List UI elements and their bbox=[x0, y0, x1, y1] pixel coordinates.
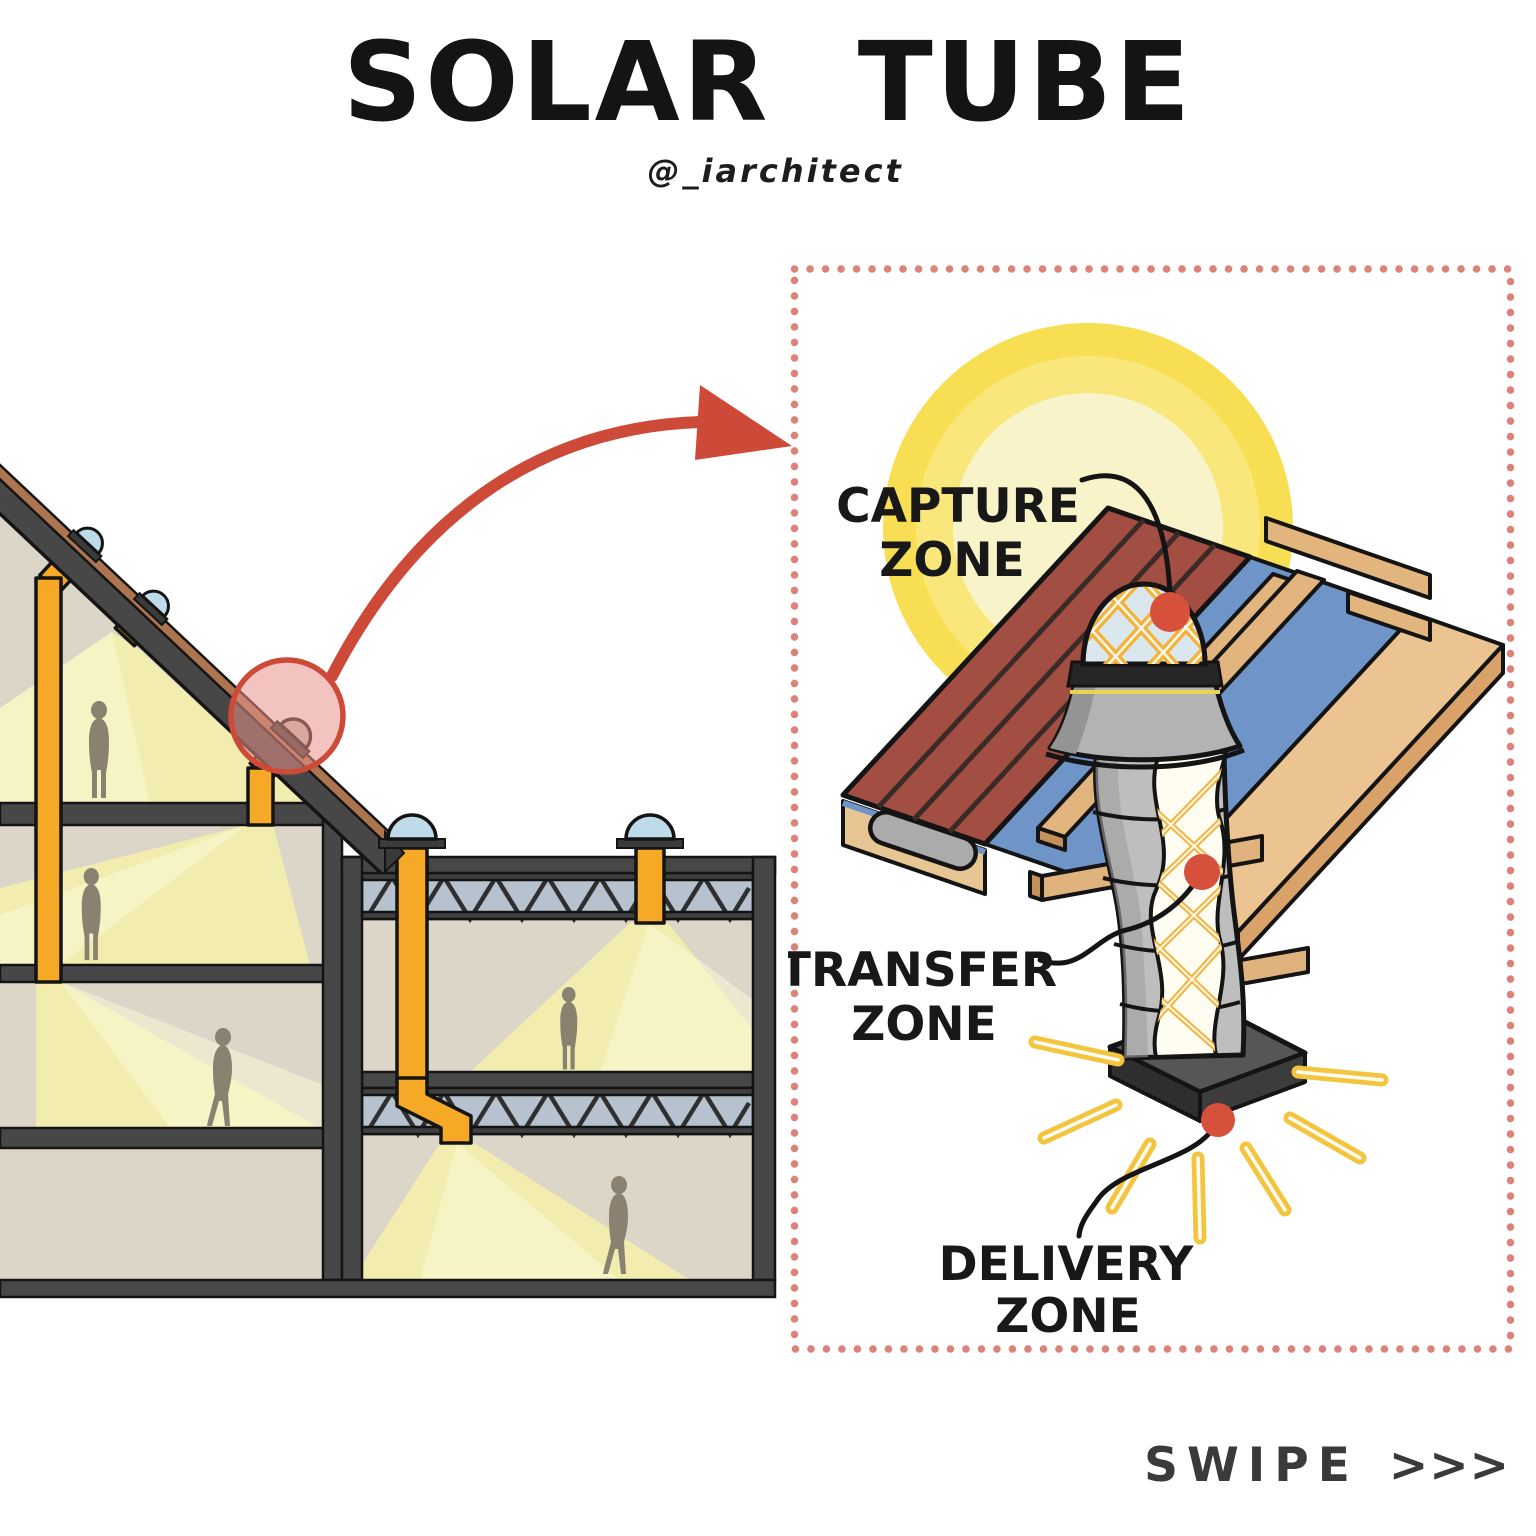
solar-tube-duct bbox=[634, 846, 666, 925]
chevron-right-icons: >>> bbox=[1388, 1438, 1510, 1493]
page-title: SOLAR TUBE bbox=[342, 18, 1194, 146]
delivery-leader-line bbox=[1076, 1121, 1219, 1239]
capture-marker-dot bbox=[1150, 592, 1190, 632]
leader-lines bbox=[1037, 473, 1219, 1239]
skylight-dome-icon bbox=[66, 526, 104, 564]
swipe-indicator: SWIPE >>> bbox=[1144, 1438, 1510, 1493]
author-handle: @_iarchitect bbox=[647, 152, 904, 190]
curved-arrow-icon bbox=[326, 385, 792, 682]
detail-panel: CAPTURE ZONE TRANSFER ZONE DELIVERY ZONE bbox=[788, 265, 1515, 1353]
transfer-zone-label-line1: TRANSFER bbox=[788, 943, 1057, 998]
building-cross-section-scene bbox=[0, 385, 792, 1299]
flat-roof-domes bbox=[378, 813, 684, 849]
light-rays-icon bbox=[1028, 1035, 1389, 1245]
skylight-dome-icon bbox=[616, 813, 684, 849]
sloped-roof bbox=[0, 463, 406, 875]
solar-tube-duct bbox=[395, 846, 429, 1082]
transfer-leader-line bbox=[1037, 875, 1201, 966]
zone-labels: CAPTURE ZONE TRANSFER ZONE DELIVERY ZONE bbox=[788, 479, 1194, 1344]
swipe-label: SWIPE bbox=[1144, 1438, 1359, 1493]
solar-tube-elbow bbox=[395, 1076, 473, 1145]
solar-tube-duct bbox=[34, 576, 63, 984]
dome-light-pattern bbox=[1083, 584, 1205, 664]
delivery-zone-label-line2: ZONE bbox=[995, 1289, 1140, 1344]
eave-assembly bbox=[841, 799, 987, 896]
highlight-circle-icon bbox=[228, 657, 346, 775]
capture-leader-line bbox=[1079, 473, 1173, 597]
dotted-border bbox=[790, 265, 1515, 1353]
transfer-marker-dot bbox=[1184, 854, 1220, 890]
capture-zone-label-line2: ZONE bbox=[879, 533, 1024, 588]
tube-light-pattern bbox=[1150, 757, 1226, 1055]
skylight-dome-icon bbox=[132, 589, 170, 627]
capture-zone-label-line1: CAPTURE bbox=[836, 479, 1080, 534]
delivery-zone-label-line1: DELIVERY bbox=[939, 1237, 1195, 1292]
skylight-dome-icon bbox=[378, 813, 446, 849]
delivery-marker-dot bbox=[1201, 1103, 1235, 1137]
transfer-zone-label-line2: ZONE bbox=[851, 997, 996, 1052]
light-pipe-tube bbox=[1092, 747, 1247, 1061]
ground-slab bbox=[0, 1278, 777, 1299]
solar-tube-duct bbox=[246, 766, 275, 827]
